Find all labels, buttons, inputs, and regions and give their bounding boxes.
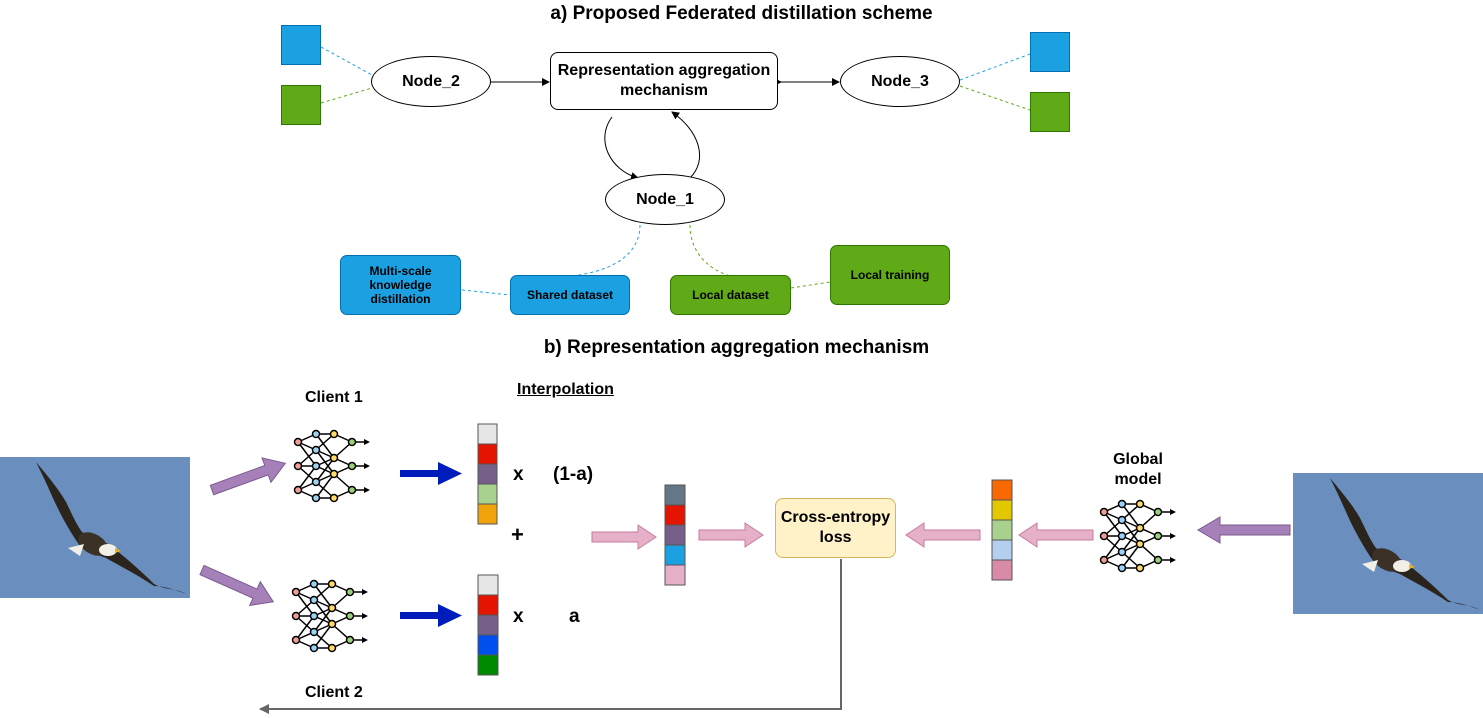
global-model-label: Global model — [1113, 451, 1163, 488]
local-training-label: Local training — [850, 268, 930, 282]
aggregated-vector-cell — [664, 564, 686, 586]
global-representation-vector — [991, 479, 1013, 581]
node2-blue-square — [281, 25, 321, 65]
node-2[interactable]: Node_2 — [371, 56, 491, 107]
link-node2-green — [320, 87, 373, 104]
arrow-client1-to-vector — [400, 462, 462, 485]
edge-aggregation-to-node1 — [604, 116, 639, 180]
link-local-training — [790, 281, 831, 289]
multi-scale-distillation-label: Multi-scale knowledge distillation — [369, 264, 432, 306]
times-sign-1: x — [513, 464, 524, 485]
title-b: b) Representation aggregation mechanism — [543, 337, 930, 358]
client-1-vector-cell — [477, 503, 498, 525]
client1-network-icon — [293, 429, 371, 503]
arrow-global-vector-to-ce — [905, 522, 981, 548]
client-2-vector-cell — [477, 634, 499, 656]
link-multiscale-shared — [461, 289, 511, 296]
aggregated-vector-cell — [664, 524, 686, 546]
aggregated-representation-vector — [664, 484, 686, 586]
cross-entropy-loss-box[interactable]: Cross-entropy loss — [775, 498, 896, 558]
client2-representation-vector — [477, 574, 499, 676]
arrow-image-to-global — [1197, 516, 1291, 544]
edge-node1-to-aggregation — [671, 111, 701, 179]
arrow-image-to-client1 — [209, 457, 287, 496]
client-2-vector-cell — [477, 574, 499, 596]
aggregated-vector-cell — [664, 484, 686, 506]
interpolation-label: Interpolation — [517, 381, 614, 398]
arrow-image-to-client2 — [199, 564, 275, 607]
multi-scale-distillation-box[interactable]: Multi-scale knowledge distillation — [340, 255, 461, 315]
global-vector-cell — [991, 539, 1013, 561]
times-sign-2: x — [513, 606, 524, 627]
client-2-vector-cell — [477, 654, 499, 676]
plus-sign: + — [511, 522, 524, 547]
title-a: a) Proposed Federated distillation schem… — [550, 3, 933, 24]
arrow-sum-to-aggregated — [591, 524, 657, 550]
client-1-label: Client 1 — [305, 389, 363, 406]
shared-dataset-box[interactable]: Shared dataset — [510, 275, 630, 315]
local-dataset-label: Local dataset — [692, 288, 769, 302]
link-node3-blue — [959, 53, 1031, 81]
client-1-vector-cell — [477, 463, 498, 485]
feedback-arrow-to-client2 — [259, 559, 842, 714]
input-eagle-image-right — [1293, 473, 1483, 614]
client1-representation-vector — [477, 423, 498, 525]
aggregated-vector-cell — [664, 504, 686, 526]
global-vector-cell — [991, 519, 1013, 541]
node3-blue-square — [1030, 32, 1070, 72]
arrow-client2-to-vector — [400, 604, 462, 627]
factor-a: a — [569, 606, 580, 627]
factor-one-minus-a: (1-a) — [553, 464, 594, 485]
node-1[interactable]: Node_1 — [605, 174, 725, 225]
client-1-vector-cell — [477, 483, 498, 505]
node2-green-square — [281, 85, 321, 125]
local-dataset-box[interactable]: Local dataset — [670, 275, 791, 315]
client-1-vector-cell — [477, 443, 498, 465]
node-1-label: Node_1 — [636, 190, 694, 208]
input-eagle-image-left — [0, 457, 190, 598]
client-1-vector-cell — [477, 423, 498, 445]
node-2-label: Node_2 — [402, 72, 460, 90]
aggregation-mechanism-box[interactable]: Representation aggregation mechanism — [550, 52, 778, 110]
arrow-global-to-vector — [1018, 522, 1094, 548]
local-training-box[interactable]: Local training — [830, 245, 950, 305]
client-2-label: Client 2 — [305, 684, 363, 701]
link-node3-green — [959, 85, 1031, 111]
link-node1-shared — [571, 224, 641, 277]
global-vector-cell — [991, 499, 1013, 521]
shared-dataset-label: Shared dataset — [526, 288, 614, 302]
aggregated-vector-cell — [664, 544, 686, 566]
client-2-vector-cell — [477, 594, 499, 616]
aggregation-mechanism-label: Representation aggregation mechanism — [557, 62, 771, 99]
arrow-aggregated-to-ce — [698, 522, 764, 548]
node-3-label: Node_3 — [871, 72, 929, 90]
node-3[interactable]: Node_3 — [840, 56, 960, 107]
link-node2-blue — [320, 46, 373, 76]
global-network-icon — [1099, 499, 1177, 573]
global-vector-cell — [991, 479, 1013, 501]
node3-green-square — [1030, 92, 1070, 132]
client-2-vector-cell — [477, 614, 499, 636]
global-vector-cell — [991, 559, 1013, 581]
cross-entropy-loss-label: Cross-entropy loss — [780, 509, 891, 546]
client2-network-icon — [291, 579, 369, 653]
link-node1-local — [689, 224, 731, 277]
